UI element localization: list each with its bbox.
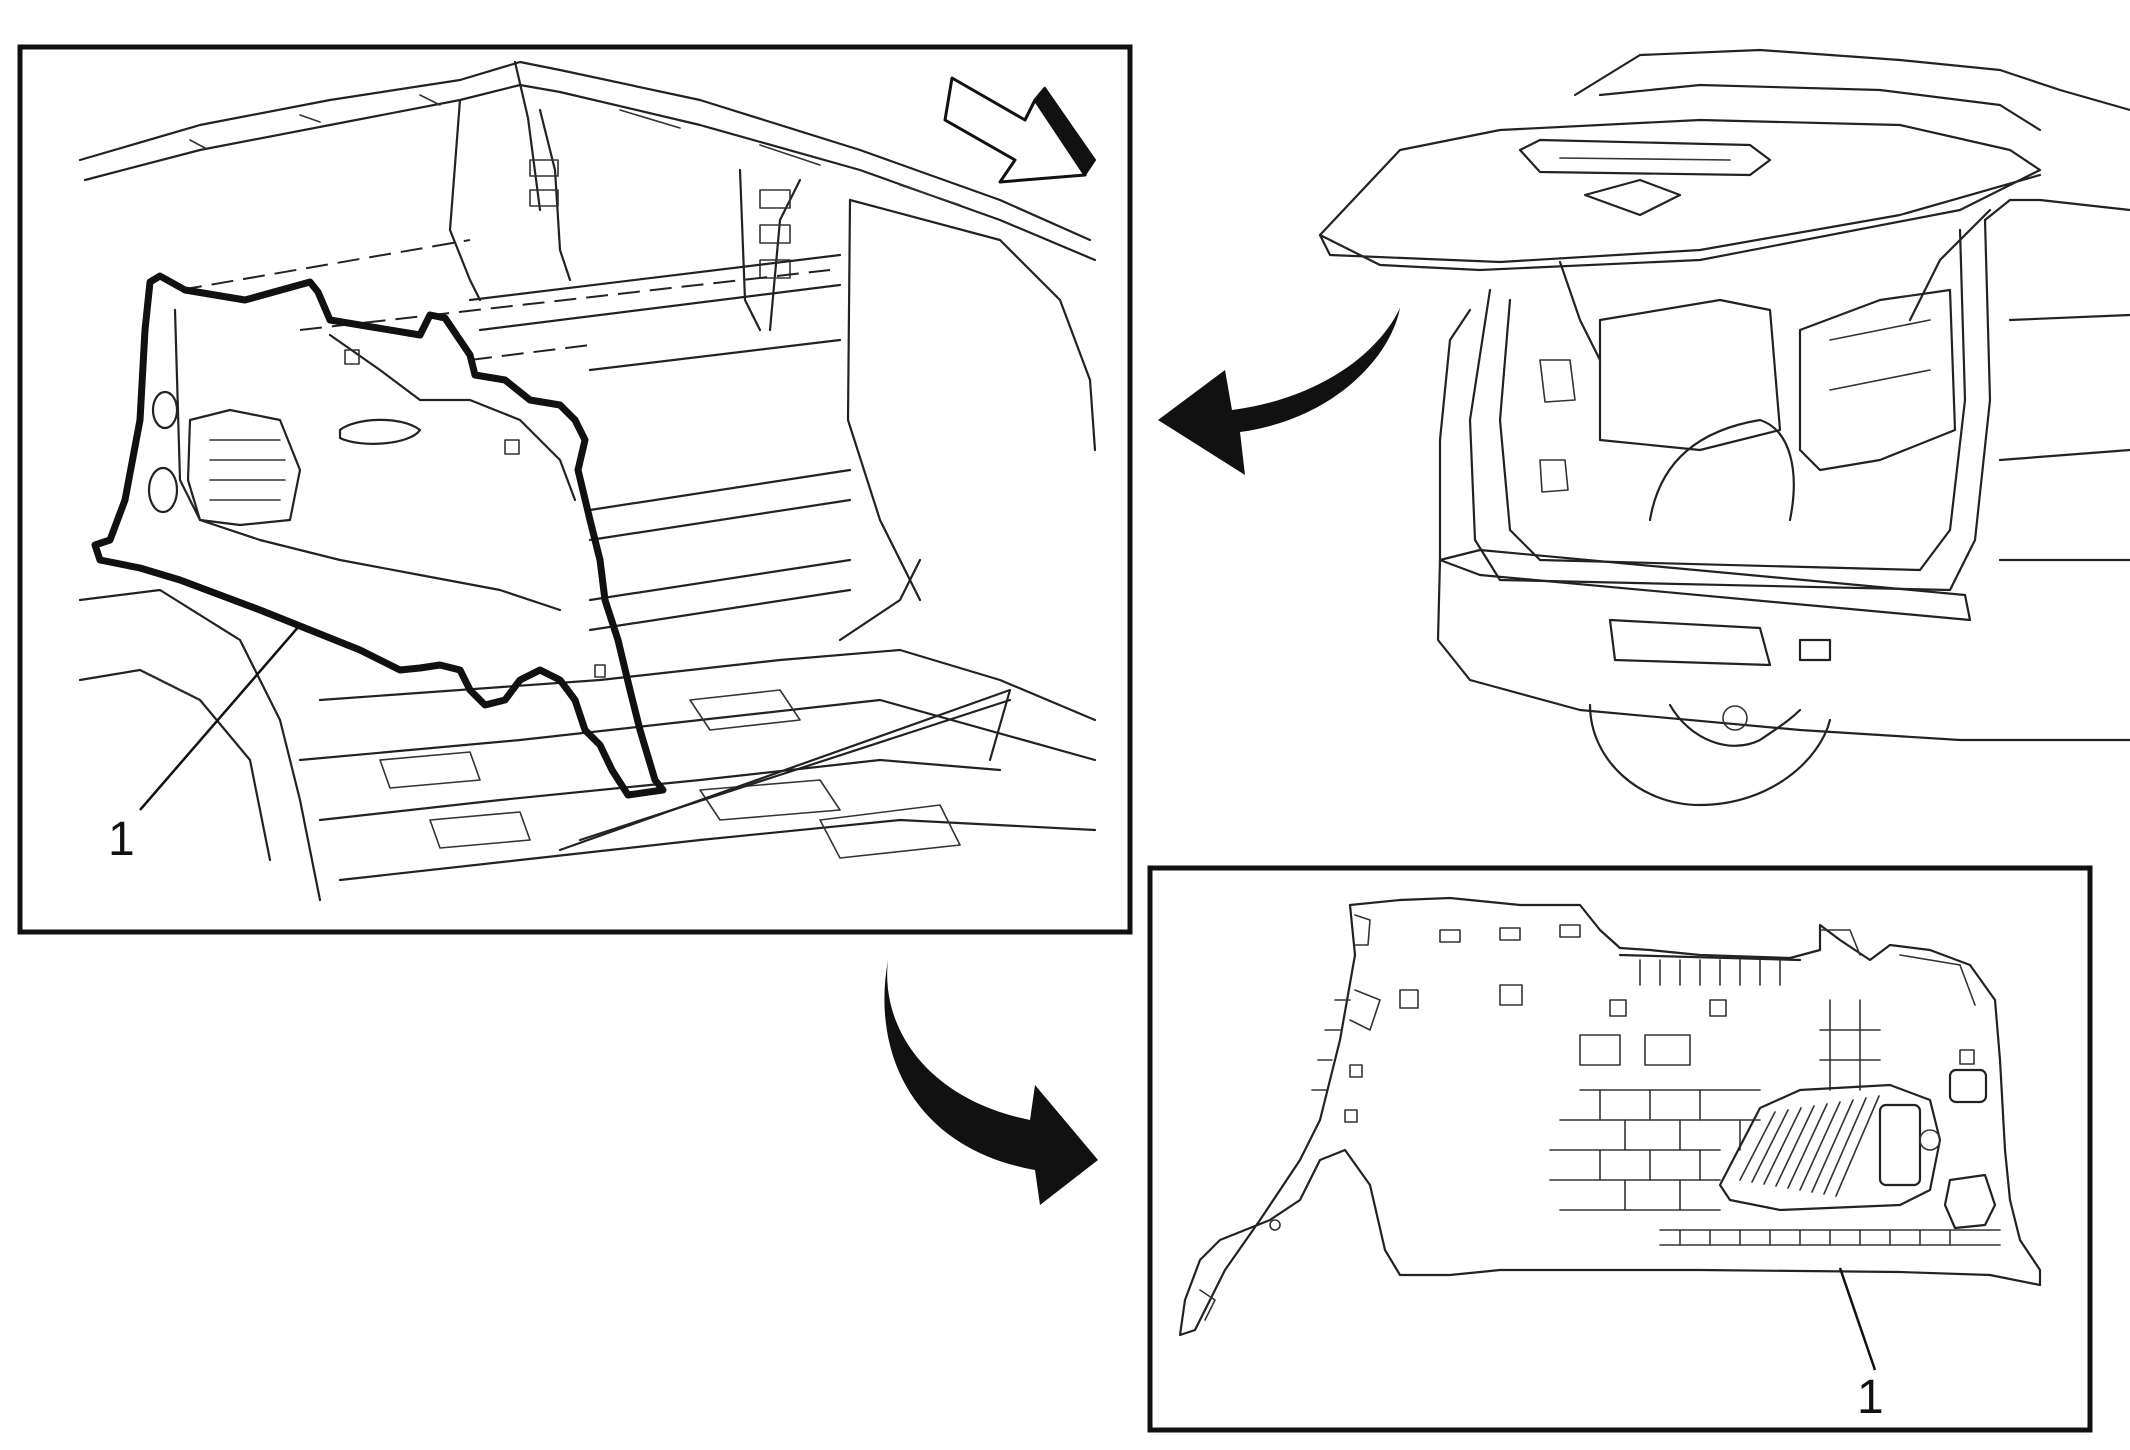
trim-panel-outline xyxy=(1178,896,2042,1337)
curved-flow-arrow-icon xyxy=(1158,308,1400,475)
detail-view-panel: 1 xyxy=(17,44,1133,935)
detail-view-frame xyxy=(17,44,1133,935)
cargo-floor xyxy=(78,253,1097,902)
rib-grid xyxy=(1549,999,2001,1246)
access-opening-upper xyxy=(1948,1068,1988,1104)
speaker-grille xyxy=(1718,1083,1942,1212)
access-opening-lower xyxy=(1943,1173,1997,1230)
body-pillars xyxy=(448,98,1097,602)
vehicle-rear-view xyxy=(1318,48,2130,807)
component-callout: 1 xyxy=(1838,1267,1884,1424)
alignment-lines xyxy=(179,239,831,361)
component-view-panel: 1 xyxy=(1147,865,2093,1433)
curved-flow-arrow-icon xyxy=(884,960,1098,1205)
component-callout-label: 1 xyxy=(1857,1371,1884,1424)
quarter-trim-panel xyxy=(91,272,667,799)
roof-structure xyxy=(78,60,1097,262)
detail-callout-label: 1 xyxy=(108,813,135,866)
retaining-clips xyxy=(1199,984,1975,1321)
detail-callout: 1 xyxy=(108,624,301,866)
front-direction-arrow-icon xyxy=(943,76,1097,184)
top-clips xyxy=(1354,914,1976,1006)
component-view-frame xyxy=(1147,865,2093,1433)
